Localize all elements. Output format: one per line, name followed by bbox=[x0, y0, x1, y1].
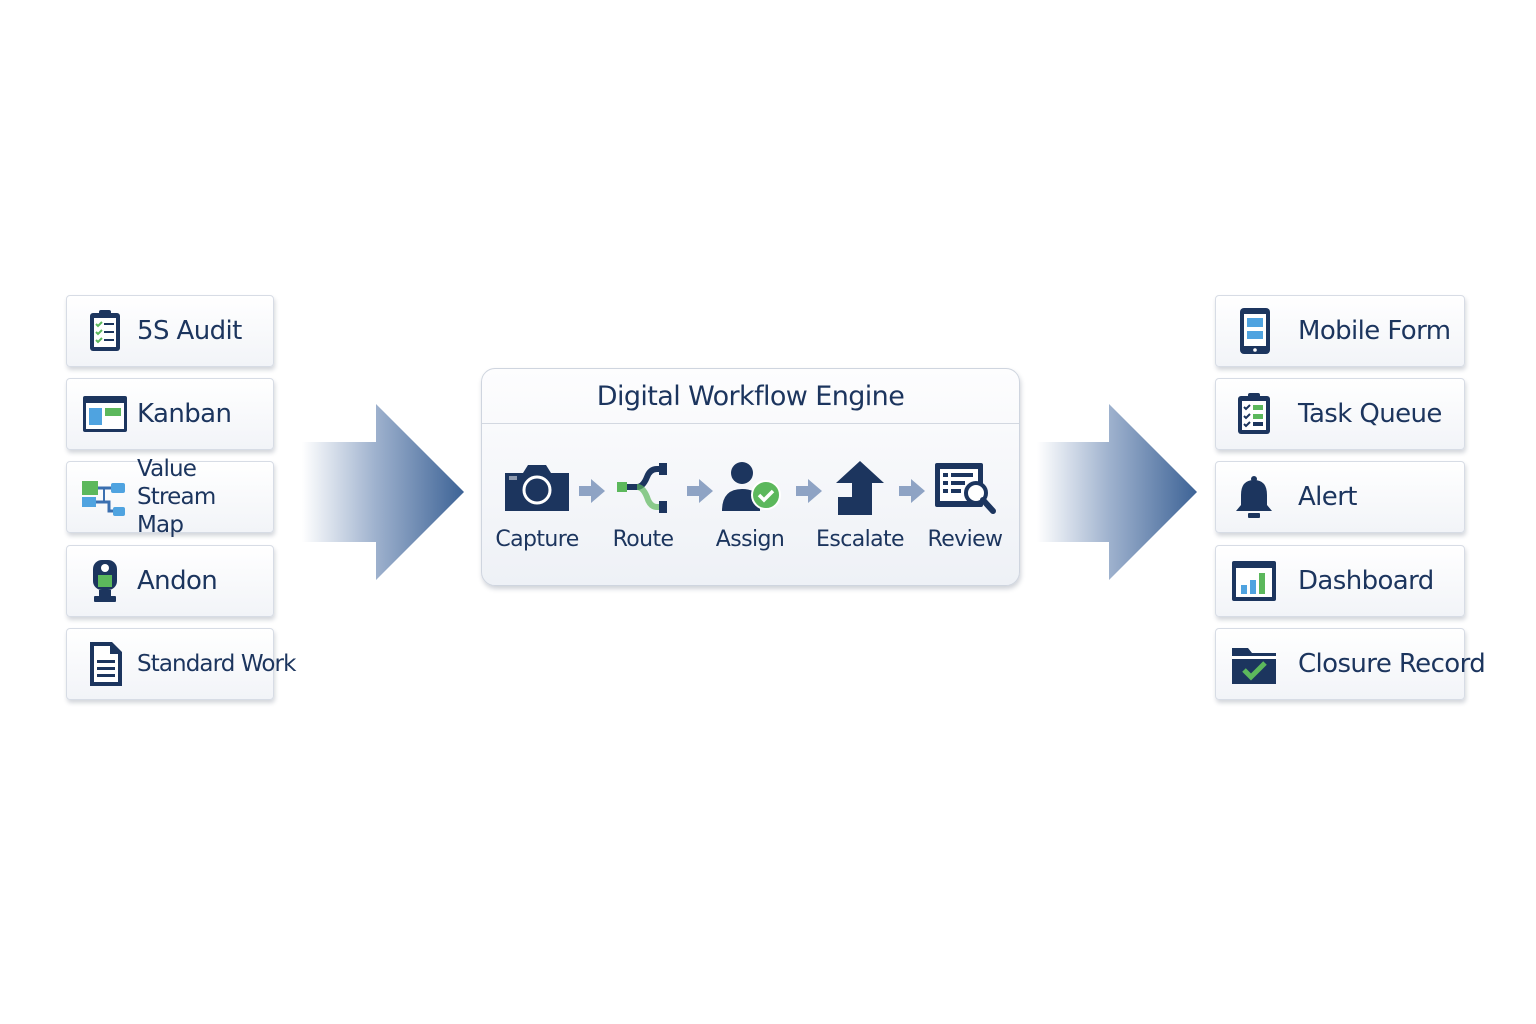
output-card-mobile-form[interactable]: Mobile Form bbox=[1215, 295, 1465, 367]
input-card-kanban[interactable]: Kanban bbox=[66, 378, 274, 450]
value-stream-map-icon bbox=[81, 473, 129, 521]
bell-icon bbox=[1230, 473, 1278, 521]
step-label: Escalate bbox=[816, 527, 905, 552]
output-card-task-queue[interactable]: Task Queue bbox=[1215, 378, 1465, 450]
mobile-phone-icon bbox=[1230, 307, 1278, 355]
flow-arrow-in bbox=[302, 404, 464, 580]
step-review[interactable]: Review bbox=[910, 459, 1020, 552]
step-label: Route bbox=[612, 527, 674, 552]
step-arrow-icon bbox=[687, 479, 713, 503]
user-check-icon bbox=[722, 462, 781, 511]
step-arrow-icon bbox=[796, 479, 822, 503]
workflow-engine-panel: Digital Workflow Engine Capture Route bbox=[481, 368, 1020, 586]
step-route[interactable]: Route bbox=[588, 459, 698, 552]
document-icon bbox=[81, 640, 129, 688]
output-card-closure-record[interactable]: Closure Record bbox=[1215, 628, 1486, 700]
kanban-board-icon bbox=[81, 390, 129, 438]
input-label: Standard Work bbox=[137, 651, 296, 677]
input-card-5s-audit[interactable]: 5S Audit bbox=[66, 295, 274, 367]
input-card-value-stream-map[interactable]: Value Stream Map bbox=[66, 456, 274, 538]
task-checklist-icon bbox=[1230, 390, 1278, 438]
step-capture[interactable]: Capture bbox=[482, 459, 592, 552]
output-label: Dashboard bbox=[1298, 566, 1434, 596]
step-arrow-icon bbox=[579, 479, 605, 503]
engine-title: Digital Workflow Engine bbox=[482, 369, 1019, 424]
input-label: 5S Audit bbox=[137, 316, 242, 346]
input-label: Value Stream Map bbox=[137, 456, 216, 538]
output-label: Mobile Form bbox=[1298, 316, 1451, 346]
output-card-alert[interactable]: Alert bbox=[1215, 461, 1465, 533]
output-label: Alert bbox=[1298, 482, 1357, 512]
input-label: Kanban bbox=[137, 399, 232, 429]
route-icon bbox=[617, 463, 667, 513]
input-card-standard-work[interactable]: Standard Work bbox=[66, 628, 296, 700]
clipboard-checklist-icon bbox=[81, 307, 129, 355]
andon-light-icon bbox=[81, 557, 129, 605]
step-assign[interactable]: Assign bbox=[695, 459, 805, 552]
output-card-dashboard[interactable]: Dashboard bbox=[1215, 545, 1465, 617]
input-label: Andon bbox=[137, 566, 218, 596]
escalate-icon bbox=[836, 461, 884, 515]
bar-chart-icon bbox=[1230, 557, 1278, 605]
step-label: Assign bbox=[715, 527, 785, 552]
step-label: Capture bbox=[495, 527, 579, 552]
flow-arrow-out bbox=[1037, 404, 1197, 580]
camera-icon bbox=[505, 465, 569, 511]
review-icon bbox=[935, 463, 996, 514]
step-label: Review bbox=[927, 527, 1004, 552]
output-label: Closure Record bbox=[1298, 649, 1486, 679]
folder-check-icon bbox=[1230, 640, 1278, 688]
output-label: Task Queue bbox=[1298, 399, 1442, 429]
step-arrow-icon bbox=[899, 479, 925, 503]
input-card-andon[interactable]: Andon bbox=[66, 545, 274, 617]
step-escalate[interactable]: Escalate bbox=[805, 459, 915, 552]
